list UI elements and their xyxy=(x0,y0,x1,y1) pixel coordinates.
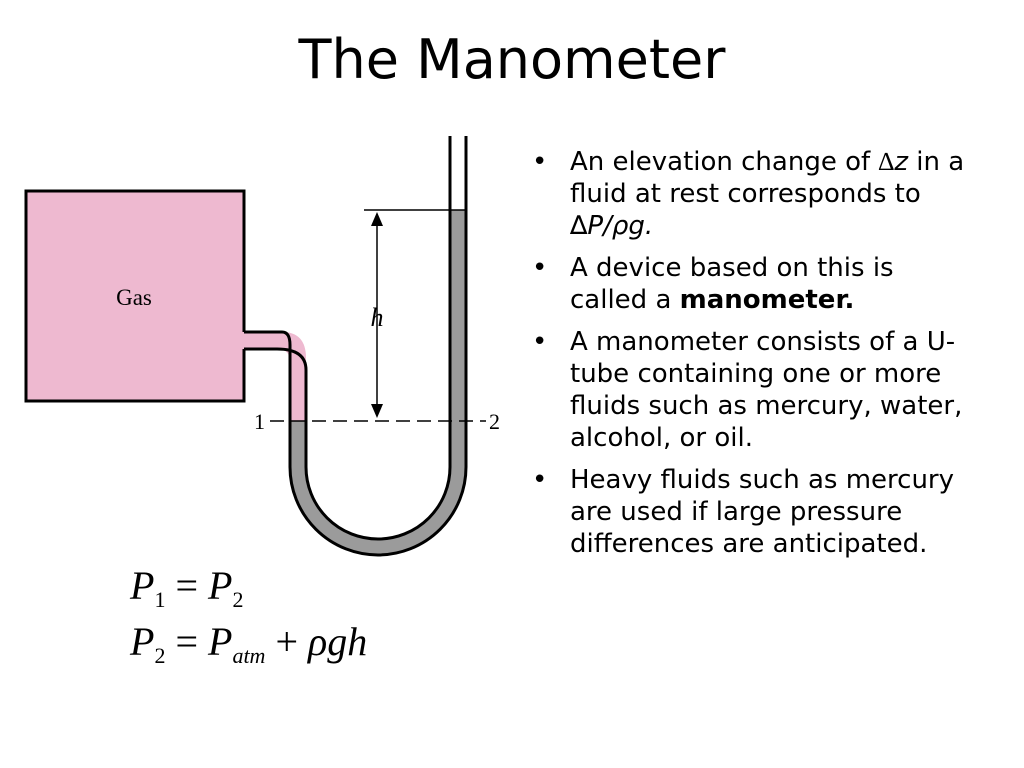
bullet-text-continued: in a fluid at rest corresponds to xyxy=(570,147,965,209)
bullet-period: . xyxy=(644,211,654,241)
gas-tank xyxy=(24,189,246,403)
eq1-rhs-sub: 2 xyxy=(232,587,244,612)
eq1-equals: = xyxy=(175,563,198,608)
bullet-item: • A device based on this is called a man… xyxy=(530,252,970,316)
point-1-label: 1 xyxy=(254,409,265,434)
gas-label: Gas xyxy=(116,285,152,310)
bullet-list: • An elevation change of ∆z in a fluid a… xyxy=(530,146,970,570)
eq2-plus: + xyxy=(275,619,298,664)
bullet-text: An elevation change of xyxy=(570,147,879,177)
slide-title: The Manometer xyxy=(298,28,726,91)
z-symbol: z xyxy=(894,147,908,177)
height-arrow-head-bottom xyxy=(371,404,383,418)
eq1-lhs-sub: 1 xyxy=(154,587,166,612)
bullet-text: A device based on this is called a xyxy=(570,253,894,315)
bullet-item: • A manometer consists of a U-tube conta… xyxy=(530,326,970,454)
equation-pressure-equality: P1=P2 xyxy=(130,562,243,624)
bullet-dot: • xyxy=(532,253,548,283)
gas-connector-pipe xyxy=(242,332,306,421)
eq2-lhs: P xyxy=(130,619,155,664)
pressure-ratio-expression: ∆P/ρg xyxy=(570,211,645,241)
bullet-text: A manometer consists of a U-tube contain… xyxy=(570,327,963,453)
eq1-lhs: P xyxy=(130,563,155,608)
eq2-rho-g-h: ρgh xyxy=(308,619,368,664)
u-tube-outer-wall xyxy=(244,136,468,557)
eq1-rhs: P xyxy=(208,563,233,608)
delta-symbol: ∆ xyxy=(878,147,895,176)
bullet-item: • Heavy fluids such as mercury are used … xyxy=(530,464,970,560)
bullet-dot: • xyxy=(532,327,548,357)
bullet-text: Heavy fluids such as mercury are used if… xyxy=(570,465,955,559)
eq2-equals: = xyxy=(175,619,198,664)
eq2-patm-sub: atm xyxy=(232,643,266,668)
height-arrow-head-top xyxy=(371,212,383,226)
bullet-item: • An elevation change of ∆z in a fluid a… xyxy=(530,146,970,242)
height-label: h xyxy=(371,303,384,332)
point-2-label: 2 xyxy=(489,409,500,434)
bullet-dot: • xyxy=(532,465,548,495)
eq2-lhs-sub: 2 xyxy=(154,643,166,668)
bullet-dot: • xyxy=(532,147,548,177)
equation-manometer-pressure: P2=Patm+ρgh xyxy=(130,618,367,680)
manometer-term: manometer. xyxy=(679,285,855,315)
eq2-patm: P xyxy=(208,619,233,664)
u-tube-inner-wall xyxy=(244,136,452,541)
